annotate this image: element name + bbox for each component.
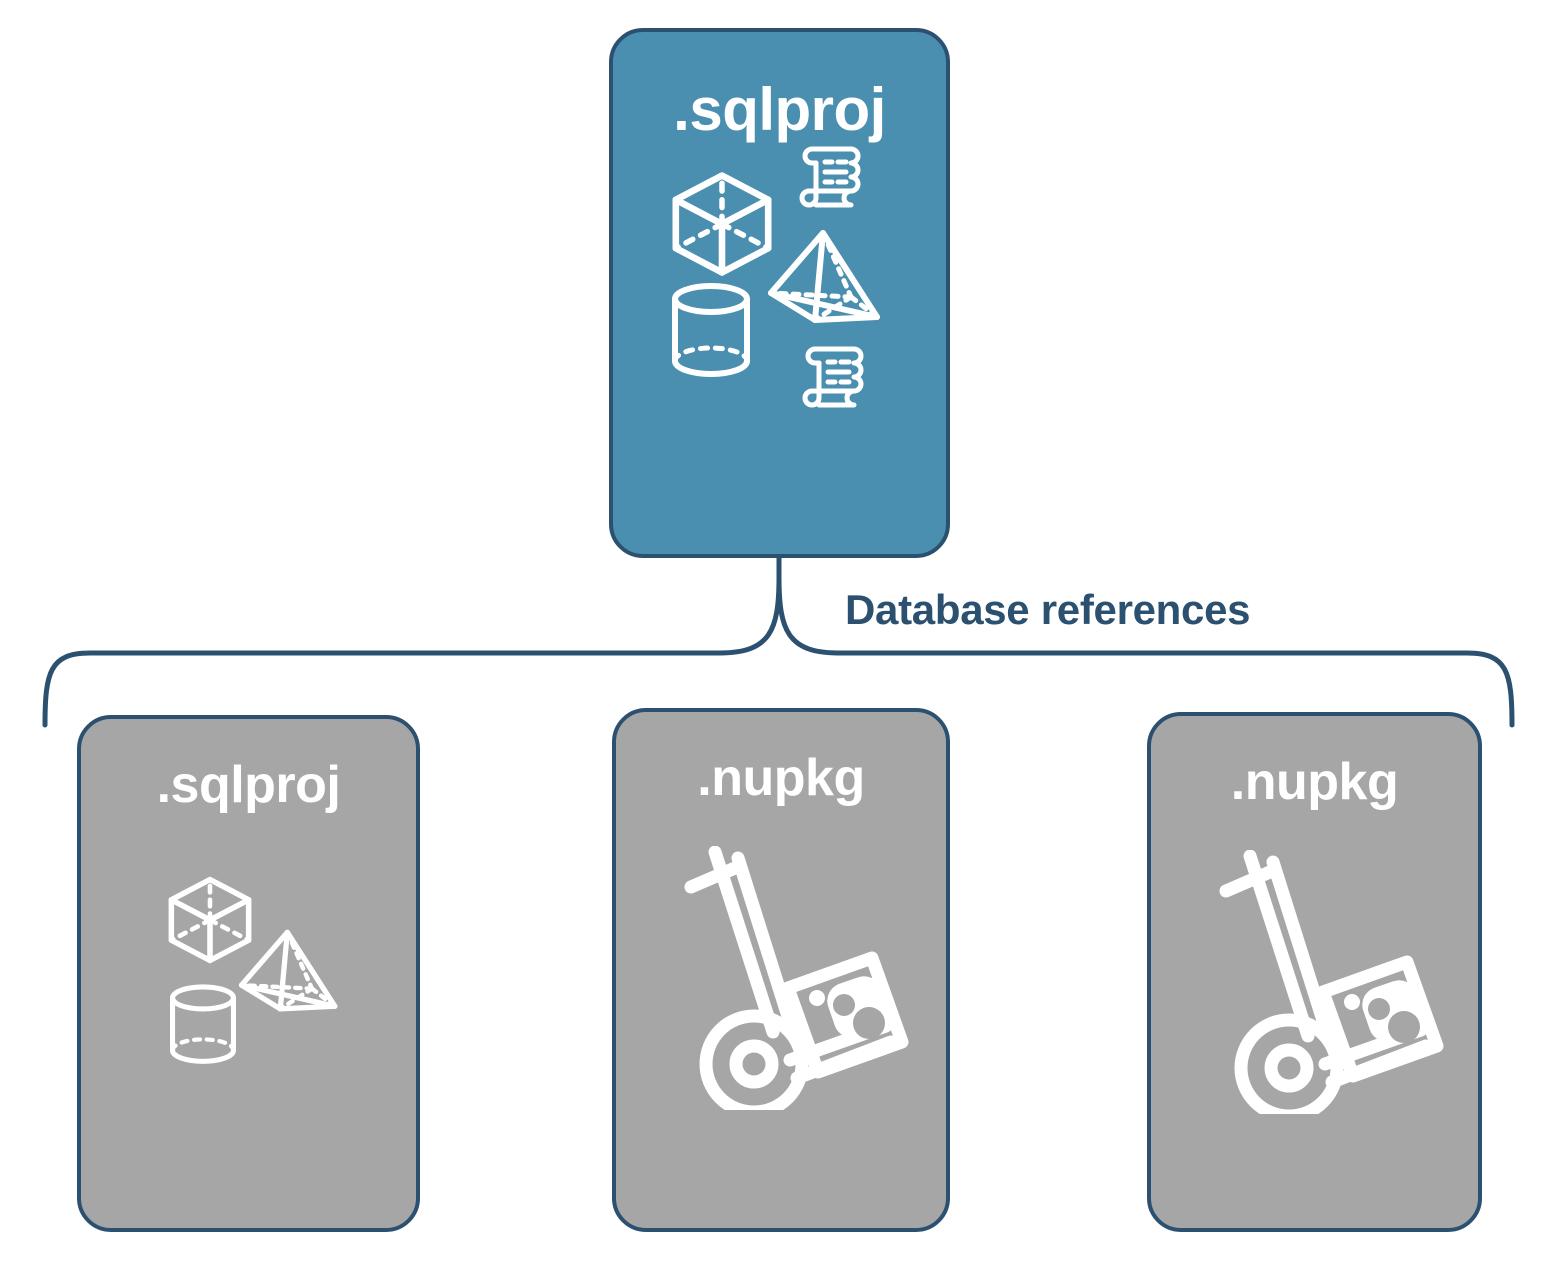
cube-icon xyxy=(672,172,772,276)
child-nupkg-2-icon-area xyxy=(1151,808,1478,1228)
child-nupkg-1-icon-area xyxy=(616,804,946,1228)
node-child-nupkg-1[interactable]: .nupkg xyxy=(612,708,950,1232)
node-child-sqlproj-label: .sqlproj xyxy=(156,756,341,814)
connector-label: Database references xyxy=(845,586,1251,633)
scroll-icon xyxy=(802,346,864,408)
scroll-icon xyxy=(799,146,861,208)
child-sqlproj-icon-area xyxy=(81,811,416,1228)
cube-icon xyxy=(168,876,252,964)
hand-truck-package-icon xyxy=(684,846,909,1110)
hand-truck-package-icon xyxy=(1219,850,1444,1114)
node-root-sqlproj[interactable]: .sqlproj xyxy=(609,28,950,558)
cylinder-icon xyxy=(169,984,236,1064)
node-child-nupkg-2-label: .nupkg xyxy=(1230,753,1399,811)
node-child-nupkg-2[interactable]: .nupkg xyxy=(1147,712,1482,1232)
cylinder-icon xyxy=(672,283,750,377)
node-child-nupkg-1-label: .nupkg xyxy=(697,749,865,807)
node-root-label: .sqlproj xyxy=(673,76,886,143)
node-child-sqlproj[interactable]: .sqlproj xyxy=(77,715,420,1232)
root-icon-area xyxy=(613,140,946,554)
pyramid-icon xyxy=(768,230,880,323)
pyramid-icon xyxy=(238,929,338,1012)
